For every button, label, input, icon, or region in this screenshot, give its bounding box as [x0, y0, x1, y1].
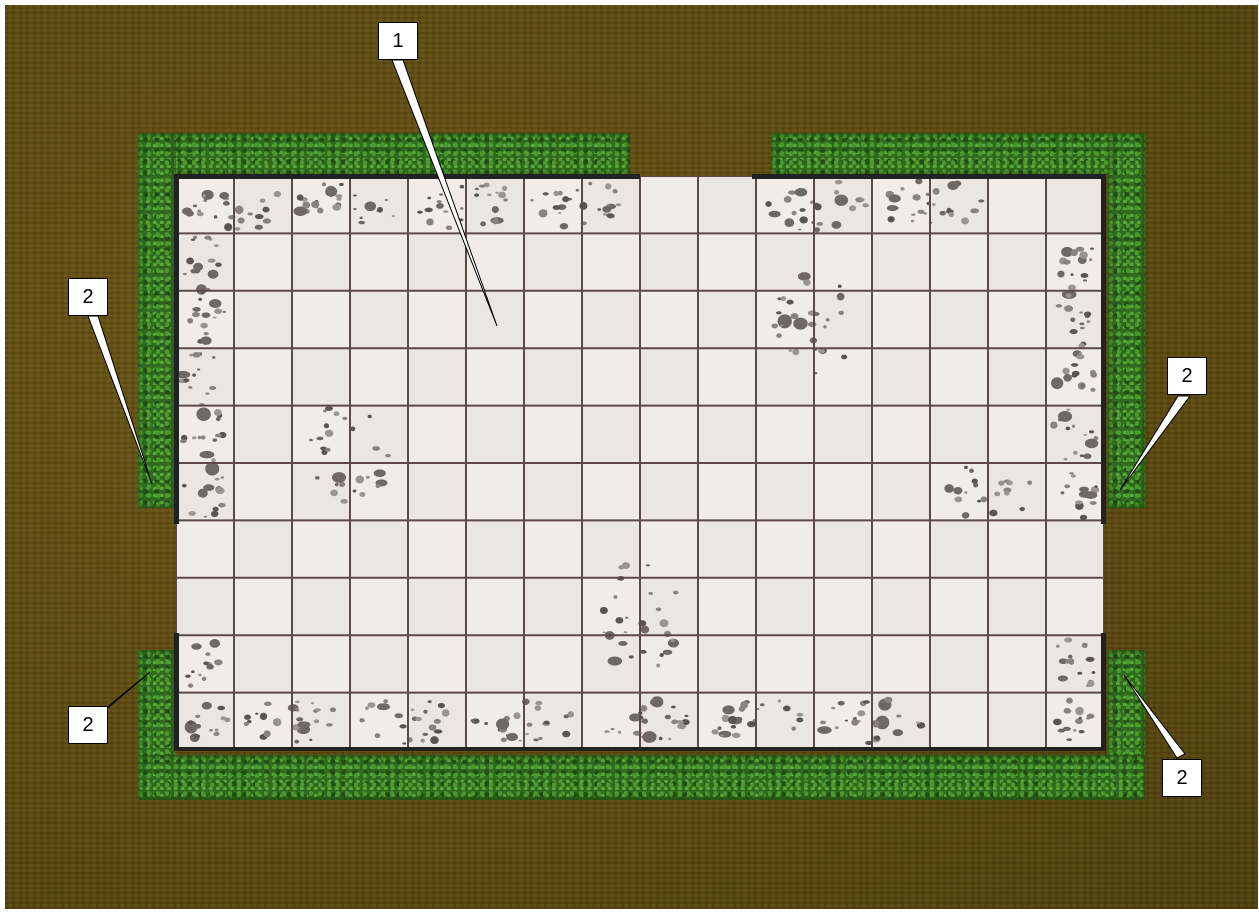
leader-2a	[88, 316, 152, 484]
leader-2b	[1120, 396, 1190, 490]
leader-2d	[1124, 675, 1185, 758]
callout-2d-label: 2	[1162, 759, 1202, 797]
callout-2b-label: 2	[1167, 357, 1207, 395]
callout-2a-label: 2	[68, 278, 108, 316]
leader-1	[392, 60, 497, 326]
leader-2c	[103, 672, 150, 712]
callout-2c-label: 2	[68, 706, 108, 744]
callout-1-label: 1	[378, 22, 418, 60]
